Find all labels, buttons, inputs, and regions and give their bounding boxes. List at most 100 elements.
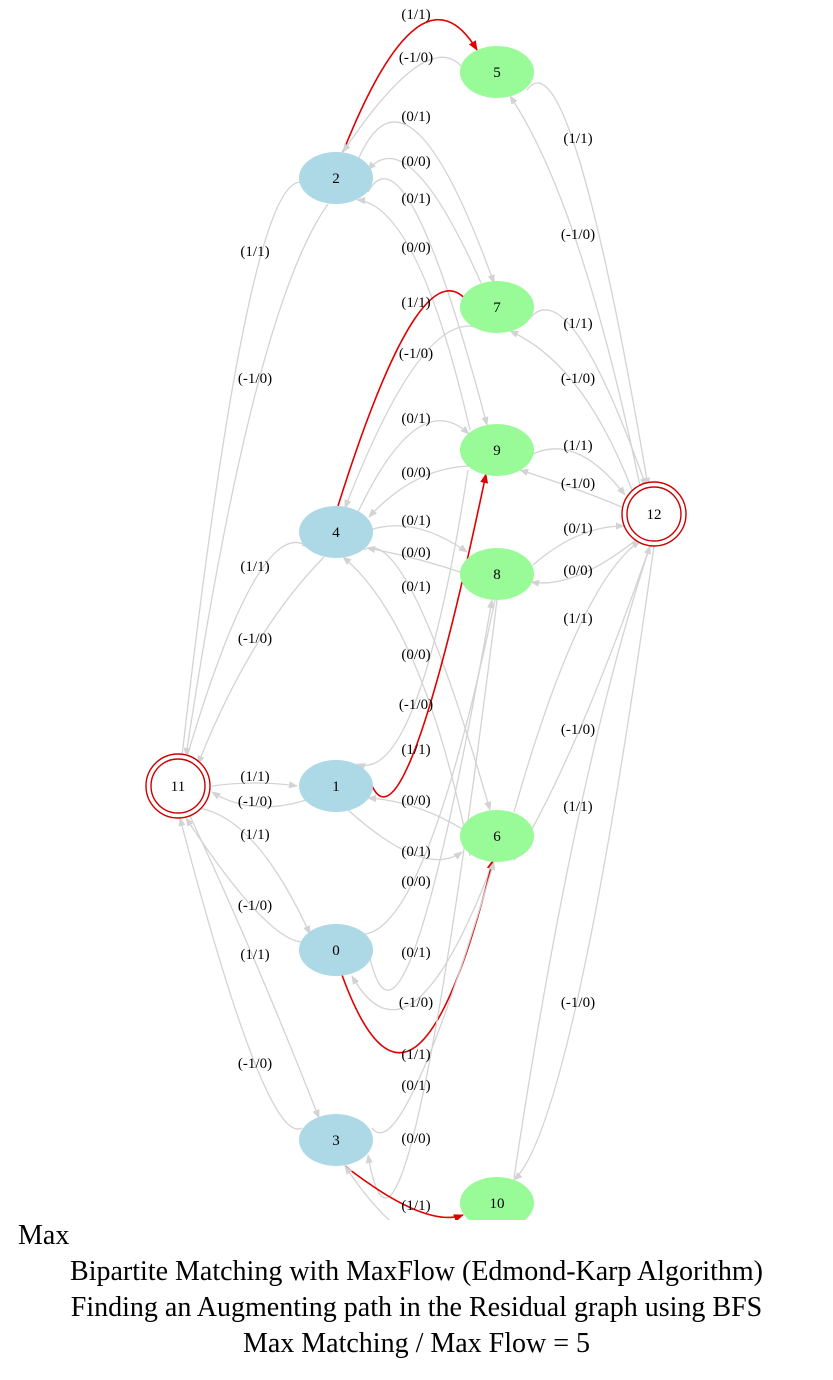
node-label-8: 8 bbox=[493, 567, 501, 583]
edge-label-7-to-2: (0/0) bbox=[401, 154, 430, 170]
edge-label-4-to-9: (0/1) bbox=[401, 411, 430, 427]
edge-label-6-to-1: (0/0) bbox=[401, 793, 430, 809]
node-9: 9 bbox=[460, 424, 534, 476]
edge-label-4-to-8: (0/1) bbox=[401, 513, 430, 529]
edge-label-1-to-11: (-1/0) bbox=[238, 794, 272, 810]
node-1: 1 bbox=[299, 760, 373, 812]
edge-10-to-3 bbox=[344, 1165, 391, 1220]
edge-2-to-5 bbox=[342, 19, 478, 153]
edge-label-12-to-10: (-1/0) bbox=[561, 995, 595, 1011]
edge-label-11-to-4: (1/1) bbox=[240, 559, 269, 575]
edge-label-1-to-6: (0/1) bbox=[401, 844, 430, 860]
edge-label-6-to-4: (0/0) bbox=[401, 647, 430, 663]
edge-9-to-12 bbox=[532, 448, 626, 496]
edge-6-to-4 bbox=[342, 556, 471, 857]
edge-12-to-5 bbox=[509, 95, 641, 487]
edge-11-to-1 bbox=[211, 781, 298, 789]
edge-8-to-12 bbox=[532, 522, 625, 566]
node-label-9: 9 bbox=[493, 443, 501, 459]
caption-title: Bipartite Matching with MaxFlow (Edmond-… bbox=[70, 1256, 763, 1287]
edge-label-7-to-4: (-1/0) bbox=[399, 346, 433, 362]
edge-label-7-to-12: (1/1) bbox=[563, 316, 592, 332]
edge-3-to-10 bbox=[344, 1165, 464, 1220]
edge-label-0-to-11: (-1/0) bbox=[238, 898, 272, 914]
edge-9-to-2 bbox=[356, 197, 471, 431]
edge-label-9-to-2: (0/0) bbox=[401, 240, 430, 256]
node-label-11: 11 bbox=[171, 779, 185, 795]
edge-label-12-to-6: (-1/0) bbox=[561, 722, 595, 738]
edge-label-5-to-12: (1/1) bbox=[563, 131, 592, 147]
edge-0-to-11 bbox=[185, 817, 302, 943]
edge-label-12-to-9: (-1/0) bbox=[561, 476, 595, 492]
edge-label-11-to-1: (1/1) bbox=[240, 769, 269, 785]
node-label-5: 5 bbox=[493, 65, 501, 81]
edge-2-to-9 bbox=[367, 178, 489, 426]
edge-label-11-to-3: (1/1) bbox=[240, 947, 269, 963]
edge-11-to-3 bbox=[189, 815, 320, 1119]
edge-label-5-to-2: (-1/0) bbox=[399, 50, 433, 66]
edge-10-to-12 bbox=[513, 545, 651, 1179]
edge-label-8-to-12: (0/1) bbox=[563, 521, 592, 537]
node-label-1: 1 bbox=[332, 779, 340, 795]
node-8: 8 bbox=[460, 548, 534, 600]
edge-label-0-to-6: (1/1) bbox=[401, 1047, 430, 1063]
edge-9-to-4 bbox=[368, 465, 470, 518]
edge-5-to-12 bbox=[526, 82, 651, 487]
edge-label-2-to-5: (1/1) bbox=[401, 7, 430, 23]
caption-prefix: Max bbox=[18, 1220, 70, 1251]
edge-4-to-7 bbox=[337, 290, 473, 507]
edge-label-3-to-10: (1/1) bbox=[401, 1198, 430, 1214]
node-6: 6 bbox=[460, 810, 534, 862]
edge-label-12-to-8: (0/0) bbox=[563, 563, 592, 579]
node-3: 3 bbox=[299, 1114, 373, 1166]
edge-5-to-2 bbox=[342, 56, 463, 153]
edge-9-to-1 bbox=[356, 469, 469, 771]
edge-6-to-12 bbox=[513, 540, 641, 813]
edge-12-to-10 bbox=[513, 545, 655, 1181]
edge-label-1-to-9: (1/1) bbox=[401, 742, 430, 758]
edge-label-3-to-6: (0/1) bbox=[401, 1078, 430, 1094]
edge-label-9-to-4: (0/0) bbox=[401, 465, 430, 481]
edge-label-8-to-0: (0/0) bbox=[401, 874, 430, 890]
edge-8-to-3 bbox=[365, 599, 498, 1199]
edge-label-11-to-0: (1/1) bbox=[240, 827, 269, 843]
edge-0-to-8 bbox=[369, 599, 495, 991]
edge-label-2-to-9: (0/1) bbox=[401, 191, 430, 207]
node-7: 7 bbox=[460, 281, 534, 333]
node-label-4: 4 bbox=[332, 525, 340, 541]
edge-11-to-4 bbox=[185, 540, 311, 761]
edge-label-8-to-4: (0/0) bbox=[401, 545, 430, 561]
edge-12-to-9 bbox=[519, 469, 625, 509]
node-5: 5 bbox=[460, 46, 534, 98]
node-label-2: 2 bbox=[332, 171, 340, 187]
edge-label-9-to-12: (1/1) bbox=[563, 438, 592, 454]
edge-1-to-6 bbox=[347, 809, 463, 861]
node-label-7: 7 bbox=[493, 300, 501, 316]
edge-label-4-to-7: (1/1) bbox=[401, 295, 430, 311]
edge-1-to-11 bbox=[211, 791, 307, 808]
node-11: 11 bbox=[145, 753, 211, 819]
edge-label-11-to-2: (1/1) bbox=[240, 244, 269, 260]
edge-2-to-7 bbox=[357, 121, 495, 284]
caption-result: Max Matching / Max Flow = 5 bbox=[242, 1328, 591, 1359]
node-4: 4 bbox=[299, 506, 373, 558]
edge-12-to-7 bbox=[509, 330, 633, 491]
node-label-0: 0 bbox=[332, 943, 340, 959]
node-label-6: 6 bbox=[493, 829, 501, 845]
node-0: 0 bbox=[299, 924, 373, 976]
edge-label-4-to-11: (-1/0) bbox=[238, 631, 272, 647]
edge-4-to-9 bbox=[357, 420, 470, 513]
edge-4-to-6 bbox=[363, 547, 492, 811]
edge-8-to-4 bbox=[366, 545, 467, 575]
node-label-12: 12 bbox=[647, 507, 662, 523]
edge-7-to-12 bbox=[529, 309, 647, 487]
flow-network-graph: (1/1) (-1/0) (1/1) (-1/0) (0/1) (0/0) (0/1) (0/… bbox=[145, 7, 687, 1220]
edge-12-to-8 bbox=[530, 539, 637, 587]
edge-11-to-0 bbox=[197, 807, 311, 935]
edge-label-12-to-5: (-1/0) bbox=[561, 227, 595, 243]
edge-label-8-to-3: (0/0) bbox=[401, 1131, 430, 1147]
edge-11-to-2 bbox=[181, 181, 319, 757]
edge-6-to-0 bbox=[351, 861, 494, 1011]
edge-label-10-to-12: (1/1) bbox=[563, 799, 592, 815]
